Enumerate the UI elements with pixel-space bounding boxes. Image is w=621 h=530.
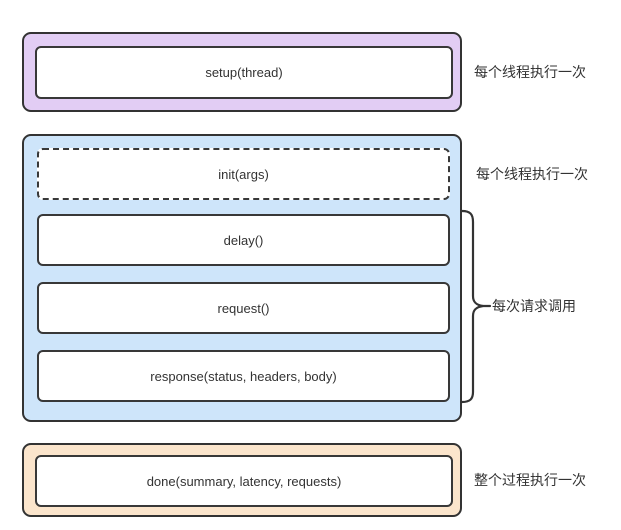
setup-box: setup(thread) [35, 46, 453, 99]
thread-group-container: init(args) delay() request() response(st… [22, 134, 462, 422]
init-box: init(args) [37, 148, 450, 200]
init-annotation: 每个线程执行一次 [476, 166, 588, 182]
done-box: done(summary, latency, requests) [35, 455, 453, 507]
done-group-container: done(summary, latency, requests) [22, 443, 462, 517]
done-annotation: 整个过程执行一次 [474, 472, 586, 488]
setup-annotation: 每个线程执行一次 [474, 64, 586, 80]
request-loop-annotation: 每次请求调用 [492, 298, 576, 314]
request-box: request() [37, 282, 450, 334]
request-loop-brace-icon [460, 209, 492, 404]
setup-group-container: setup(thread) [22, 32, 462, 112]
delay-box: delay() [37, 214, 450, 266]
response-box: response(status, headers, body) [37, 350, 450, 402]
